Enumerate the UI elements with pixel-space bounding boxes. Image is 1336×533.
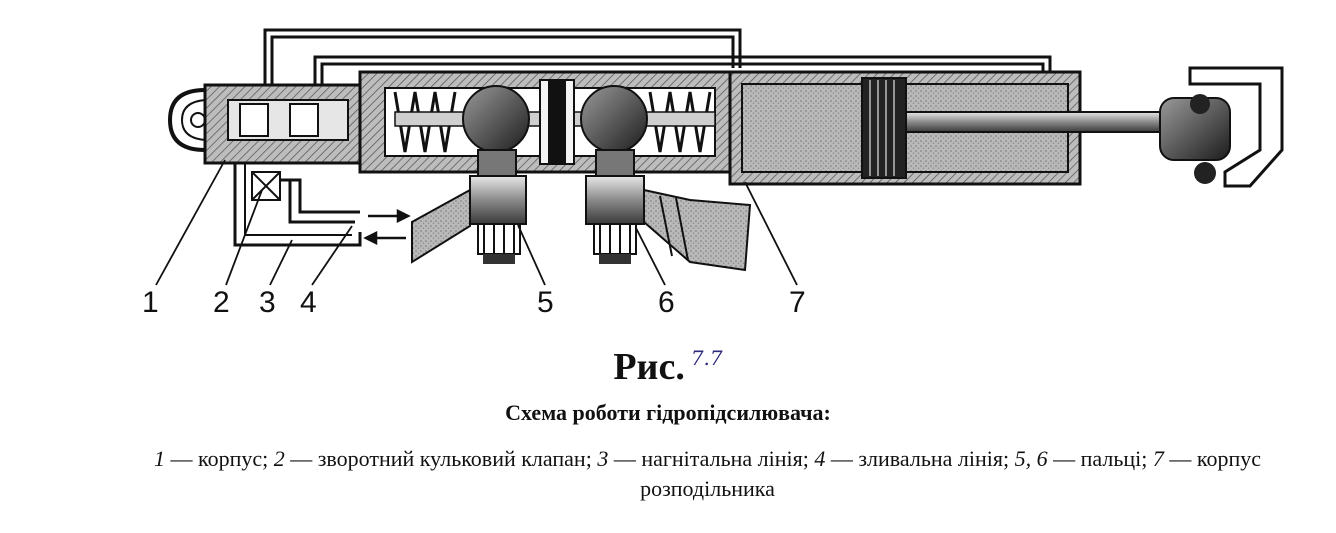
legend-text-4: — зливальна лінія; (825, 446, 1015, 471)
callout-6: 6 (658, 286, 675, 319)
callout-3: 3 (259, 286, 276, 319)
legend-num-6: 7 (1152, 446, 1164, 471)
legend-num-5: 5, 6 (1014, 446, 1048, 471)
pressure-drain-lines (280, 178, 360, 224)
legend-text-3: — нагнітальна лінія; (608, 446, 815, 471)
callout-1: 1 (142, 286, 159, 319)
legend-num-2: 2 (273, 446, 285, 471)
ball-pin-6 (580, 85, 752, 272)
flow-arrows (363, 208, 411, 246)
legend-text-2: — зворотний кульковий клапан; (284, 446, 598, 471)
rod-end (1159, 66, 1284, 188)
legend-text-5: — пальці; (1047, 446, 1153, 471)
legend-num-3: 3 (597, 446, 609, 471)
legend-num-4: 4 (814, 446, 826, 471)
callout-7: 7 (789, 286, 806, 319)
end-eye (167, 88, 206, 152)
figure-number: 7.7 (690, 346, 723, 370)
legend-num-1: 1 (154, 446, 165, 471)
legend-text-1: — корпус; (165, 446, 274, 471)
cylinder (728, 70, 1167, 186)
check-valve (251, 171, 281, 201)
spring-right (648, 91, 712, 153)
hydraulic-pipe (263, 28, 1052, 90)
power-steering-diagram (155, 28, 1284, 286)
figure-subtitle: Схема роботи гідропідсилювача: (505, 400, 831, 425)
figure-legend: 1 — корпус; 2 — зворотний кульковий клап… (100, 444, 1315, 504)
legend-text-6: — корпус розподільника (640, 446, 1261, 501)
figure-label: Рис. (613, 346, 685, 388)
figure-title: Рис.7.7 (0, 345, 1336, 389)
spring-left (393, 91, 457, 153)
callout-2: 2 (213, 286, 230, 319)
callout-4: 4 (300, 286, 317, 319)
distributor-housing (358, 70, 737, 174)
leader-lines (155, 159, 798, 286)
callout-5: 5 (537, 286, 554, 319)
ball-pin-5 (411, 85, 530, 264)
